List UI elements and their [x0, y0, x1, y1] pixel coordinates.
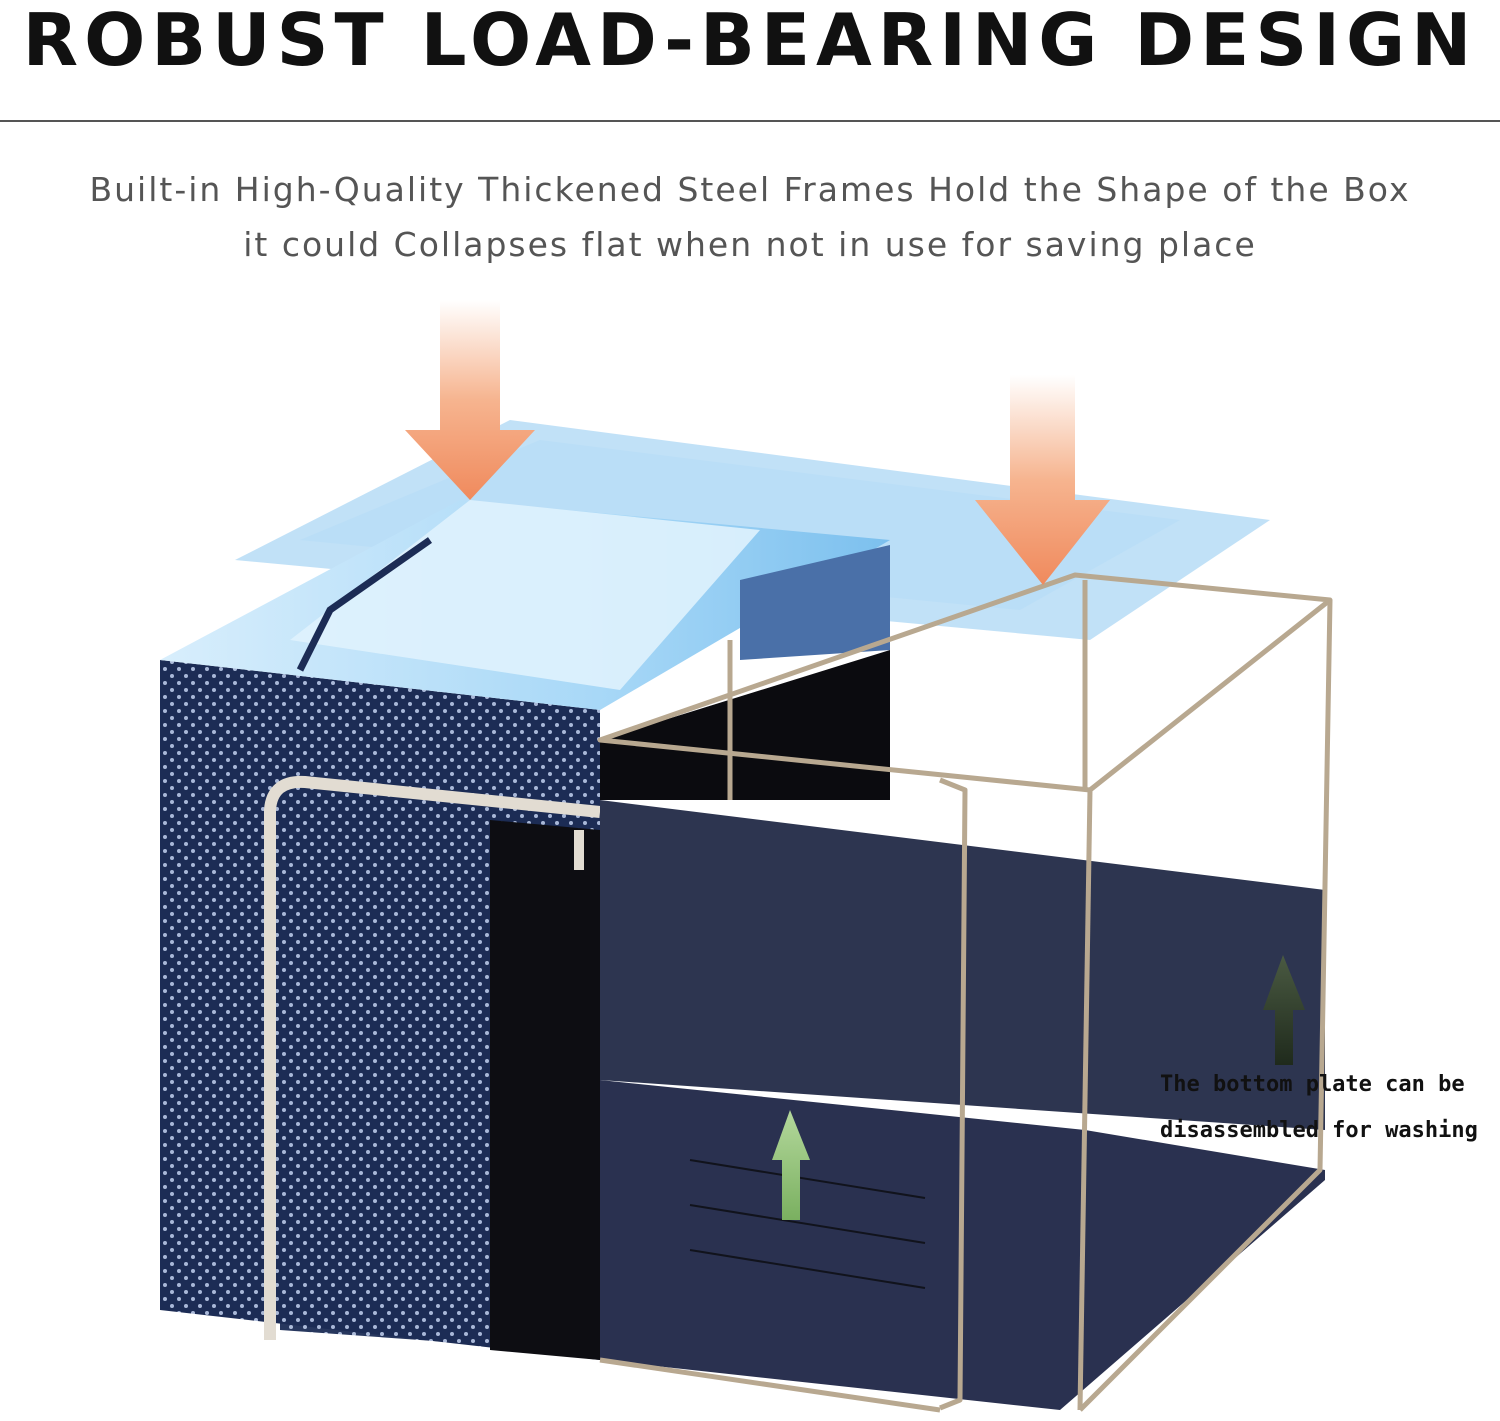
- down-arrow-left-icon: [405, 300, 535, 500]
- headline: ROBUST LOAD-BEARING DESIGN: [22, 0, 1478, 82]
- steel-frame: [597, 572, 1333, 1413]
- subheading-line-1: Built-in High-Quality Thickened Steel Fr…: [89, 170, 1411, 209]
- divider-line: [0, 120, 1500, 122]
- subheading-line-2: it could Collapses flat when not in use …: [243, 225, 1257, 264]
- storage-box-illustration: [160, 300, 1333, 1413]
- fabric-box-front: [160, 500, 890, 1360]
- up-arrow-dark-icon: [1263, 955, 1305, 1065]
- callout-line-1: The bottom plate can be: [1160, 1072, 1465, 1097]
- up-arrow-green-icon: [772, 1110, 810, 1220]
- down-arrow-right-icon: [975, 375, 1110, 585]
- callout-line-2: disassembled for washing: [1160, 1118, 1478, 1143]
